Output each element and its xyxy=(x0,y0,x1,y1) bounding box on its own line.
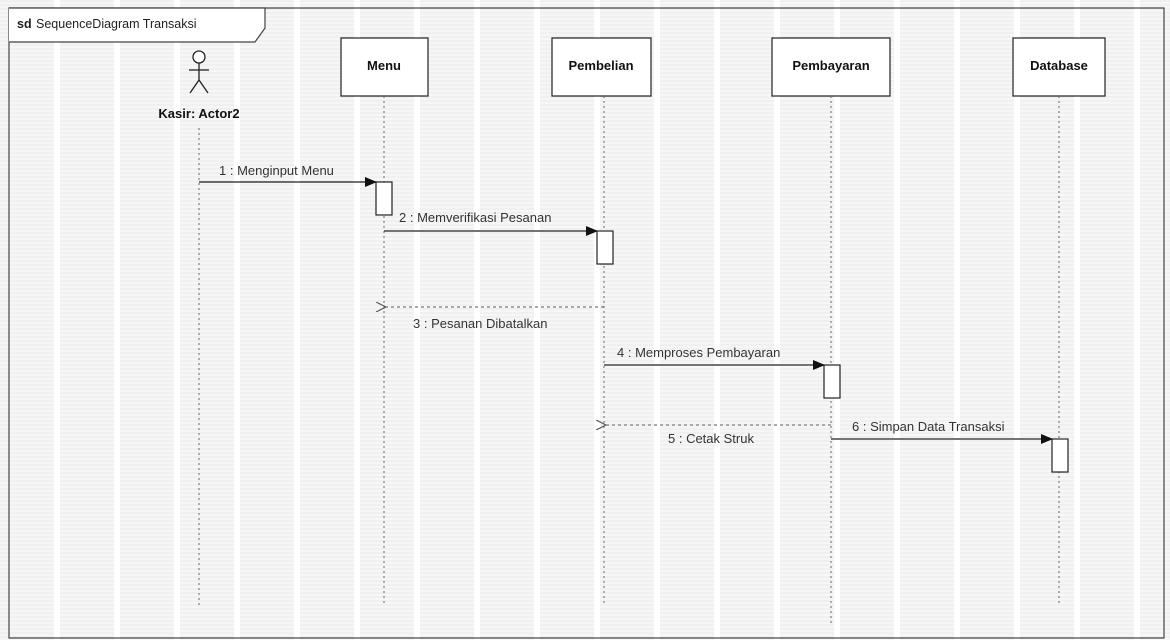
frame-name: SequenceDiagram Transaksi xyxy=(36,17,197,31)
lifeline-menu[interactable]: Menu xyxy=(340,37,429,97)
message-1-label: 1 : Menginput Menu xyxy=(219,163,334,178)
lifeline-menu-label: Menu xyxy=(367,58,401,73)
lifeline-pembelian-label: Pembelian xyxy=(568,58,633,73)
message-4[interactable]: 4 : Memproses Pembayaran xyxy=(604,345,825,370)
sequence-frame xyxy=(8,7,1165,639)
activation-menu xyxy=(375,181,393,216)
lifeline-pembayaran[interactable]: Pembayaran xyxy=(771,37,891,97)
activation-pembayaran xyxy=(823,364,841,399)
message-5-label: 5 : Cetak Struk xyxy=(668,431,754,446)
frame-title-tab xyxy=(9,7,266,43)
frame-keyword: sd xyxy=(17,17,32,31)
lifeline-pembayaran-label: Pembayaran xyxy=(792,58,869,73)
message-3-label: 3 : Pesanan Dibatalkan xyxy=(413,316,547,331)
actor-label: Kasir: Actor2 xyxy=(158,106,239,121)
activation-pembelian xyxy=(596,230,614,265)
message-6-label: 6 : Simpan Data Transaksi xyxy=(852,419,1005,434)
lifeline-pembelian[interactable]: Pembelian xyxy=(551,37,652,97)
message-3[interactable]: 3 : Pesanan Dibatalkan xyxy=(386,307,604,331)
message-1[interactable]: 1 : Menginput Menu xyxy=(199,163,377,187)
actor-stick-figure-icon xyxy=(189,50,209,94)
activation-database xyxy=(1051,438,1069,473)
message-6[interactable]: 6 : Simpan Data Transaksi xyxy=(831,419,1053,444)
message-5[interactable]: 5 : Cetak Struk xyxy=(606,425,831,446)
message-2-label: 2 : Memverifikasi Pesanan xyxy=(399,210,551,225)
lifeline-database[interactable]: Database xyxy=(1012,37,1106,97)
message-2[interactable]: 2 : Memverifikasi Pesanan xyxy=(384,210,598,236)
actor-kasir[interactable]: Kasir: Actor2 xyxy=(158,50,240,121)
message-4-label: 4 : Memproses Pembayaran xyxy=(617,345,780,360)
lifeline-database-label: Database xyxy=(1030,58,1088,73)
